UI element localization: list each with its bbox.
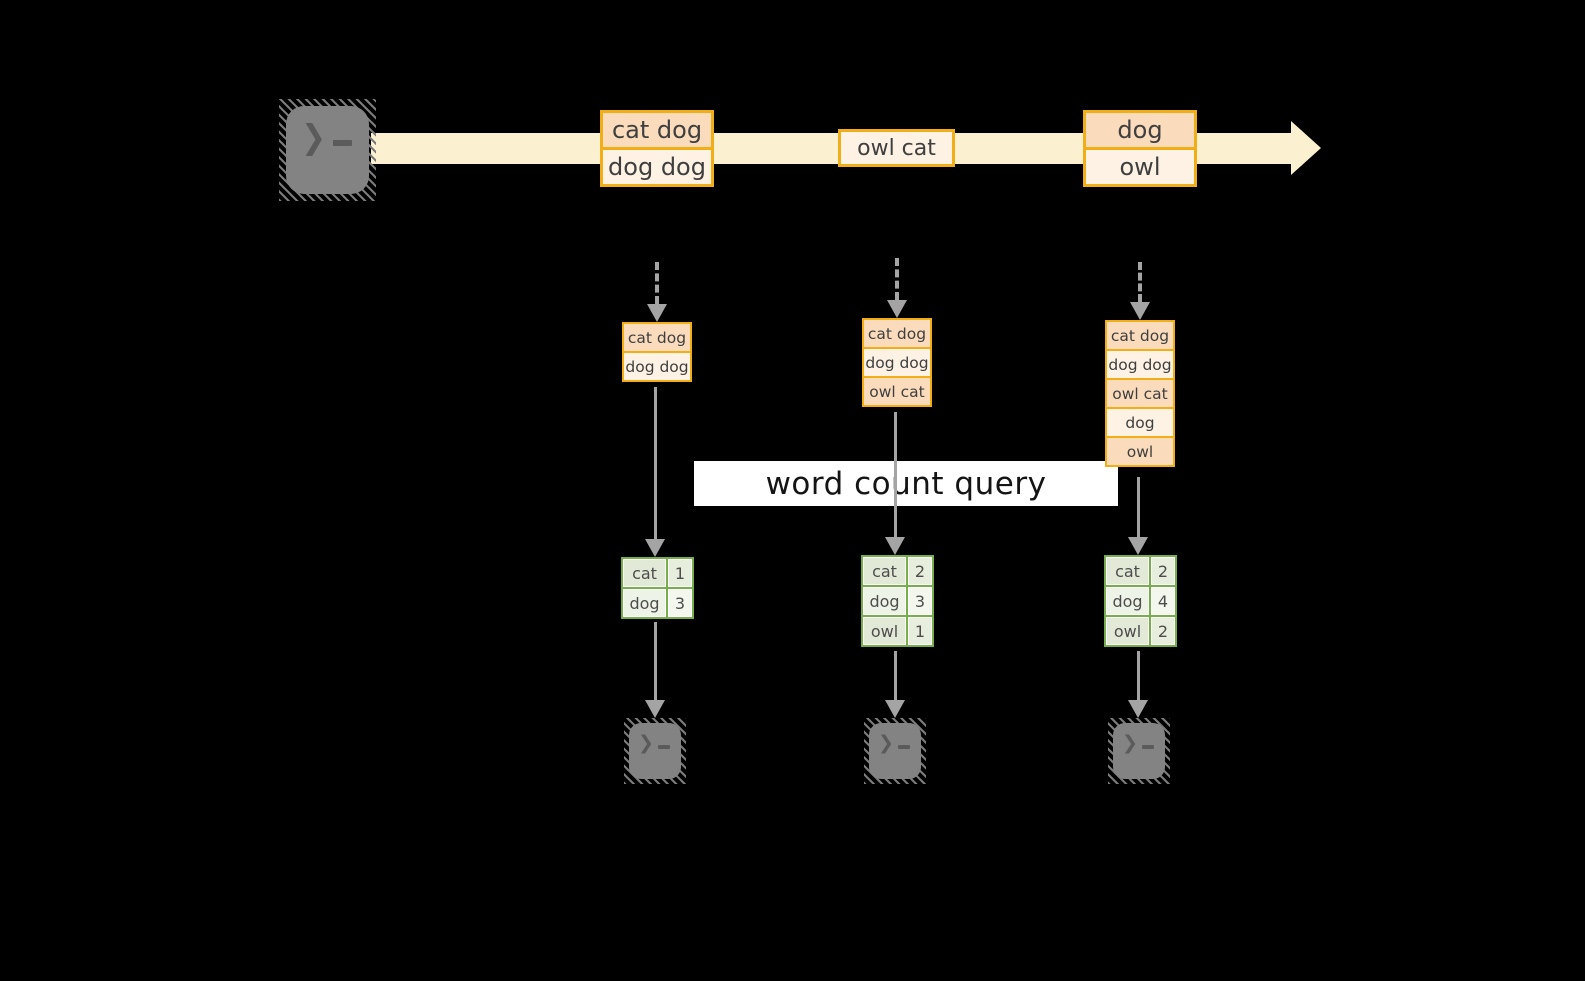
terminal-prompt-icon: ❯ bbox=[878, 734, 910, 753]
input-row: owl bbox=[1107, 436, 1173, 465]
input-row: dog dog bbox=[864, 347, 930, 376]
input-table-2: cat dog dog dog owl cat bbox=[862, 318, 932, 407]
input-row: cat dog bbox=[864, 320, 930, 347]
sink-arrow-line bbox=[894, 651, 897, 700]
result-word: cat bbox=[863, 557, 906, 585]
sink-terminal-icon: ❯ bbox=[1108, 718, 1170, 784]
input-row: dog bbox=[1107, 407, 1173, 436]
stream-arrowhead-icon bbox=[1291, 121, 1321, 175]
prompt-underscore-icon bbox=[1141, 745, 1154, 749]
stream-batch-3: dog owl bbox=[1083, 110, 1197, 187]
prompt-chevron-icon: ❯ bbox=[638, 732, 654, 754]
input-row: cat dog bbox=[624, 324, 690, 351]
stream-record: dog bbox=[1086, 113, 1194, 147]
result-table-3: cat 2 dog 4 owl 2 bbox=[1104, 555, 1177, 647]
input-row: owl cat bbox=[864, 376, 930, 405]
input-row: dog dog bbox=[1107, 349, 1173, 378]
result-table-2: cat 2 dog 3 owl 1 bbox=[861, 555, 934, 647]
sink-arrow-line bbox=[654, 622, 657, 700]
result-word: cat bbox=[623, 559, 666, 587]
input-row: owl cat bbox=[1107, 378, 1173, 407]
terminal-prompt-icon: ❯ bbox=[1122, 734, 1154, 753]
dashed-arrow-line bbox=[1138, 262, 1142, 302]
stream-batch-2: owl cat bbox=[838, 129, 955, 167]
sink-arrow-head-icon bbox=[1128, 700, 1148, 718]
prompt-chevron-icon: ❯ bbox=[301, 118, 327, 157]
result-word: dog bbox=[1106, 587, 1149, 615]
query-arrow-head-icon bbox=[885, 537, 905, 555]
sink-arrow-line bbox=[1137, 651, 1140, 700]
terminal-prompt-icon: ❯ bbox=[301, 118, 353, 157]
query-arrow-line bbox=[894, 412, 897, 537]
prompt-underscore-icon bbox=[333, 140, 353, 146]
prompt-underscore-icon bbox=[657, 745, 670, 749]
result-count: 1 bbox=[668, 559, 692, 587]
dashed-arrow-line bbox=[895, 258, 899, 300]
terminal-body: ❯ bbox=[286, 106, 369, 194]
stream-batch-1: cat dog dog dog bbox=[600, 110, 714, 187]
dashed-arrow-head-icon bbox=[1130, 302, 1150, 320]
dashed-arrow-head-icon bbox=[647, 304, 667, 322]
result-count: 3 bbox=[908, 587, 932, 615]
prompt-underscore-icon bbox=[897, 745, 910, 749]
sink-terminal-icon: ❯ bbox=[624, 718, 686, 784]
prompt-chevron-icon: ❯ bbox=[878, 732, 894, 754]
input-row: dog dog bbox=[624, 351, 690, 380]
sink-terminal-icon: ❯ bbox=[864, 718, 926, 784]
prompt-chevron-icon: ❯ bbox=[1122, 732, 1138, 754]
stream-record: owl cat bbox=[841, 132, 952, 164]
query-arrow-head-icon bbox=[645, 539, 665, 557]
result-table-1: cat 1 dog 3 bbox=[621, 557, 694, 619]
sink-arrow-head-icon bbox=[885, 700, 905, 718]
result-word: dog bbox=[623, 589, 666, 617]
input-table-3: cat dog dog dog owl cat dog owl bbox=[1105, 320, 1175, 467]
result-count: 3 bbox=[668, 589, 692, 617]
result-count: 1 bbox=[908, 617, 932, 645]
input-row: cat dog bbox=[1107, 322, 1173, 349]
dashed-arrow-line bbox=[655, 262, 659, 304]
input-table-1: cat dog dog dog bbox=[622, 322, 692, 382]
result-count: 2 bbox=[908, 557, 932, 585]
result-count: 2 bbox=[1151, 557, 1175, 585]
terminal-body: ❯ bbox=[1113, 723, 1165, 779]
terminal-prompt-icon: ❯ bbox=[638, 734, 670, 753]
terminal-body: ❯ bbox=[869, 723, 921, 779]
result-count: 2 bbox=[1151, 617, 1175, 645]
sink-arrow-head-icon bbox=[645, 700, 665, 718]
result-word: cat bbox=[1106, 557, 1149, 585]
result-word: owl bbox=[863, 617, 906, 645]
stream-record: cat dog bbox=[603, 113, 711, 147]
terminal-body: ❯ bbox=[629, 723, 681, 779]
result-word: dog bbox=[863, 587, 906, 615]
query-arrow-line bbox=[654, 387, 657, 539]
stream-record: dog dog bbox=[603, 147, 711, 184]
stream-record: owl bbox=[1086, 147, 1194, 184]
query-arrow-line bbox=[1137, 477, 1140, 537]
source-terminal-icon: ❯ bbox=[279, 99, 376, 201]
result-count: 4 bbox=[1151, 587, 1175, 615]
result-word: owl bbox=[1106, 617, 1149, 645]
query-banner: word count query bbox=[694, 461, 1118, 506]
query-arrow-head-icon bbox=[1128, 537, 1148, 555]
dashed-arrow-head-icon bbox=[887, 300, 907, 318]
